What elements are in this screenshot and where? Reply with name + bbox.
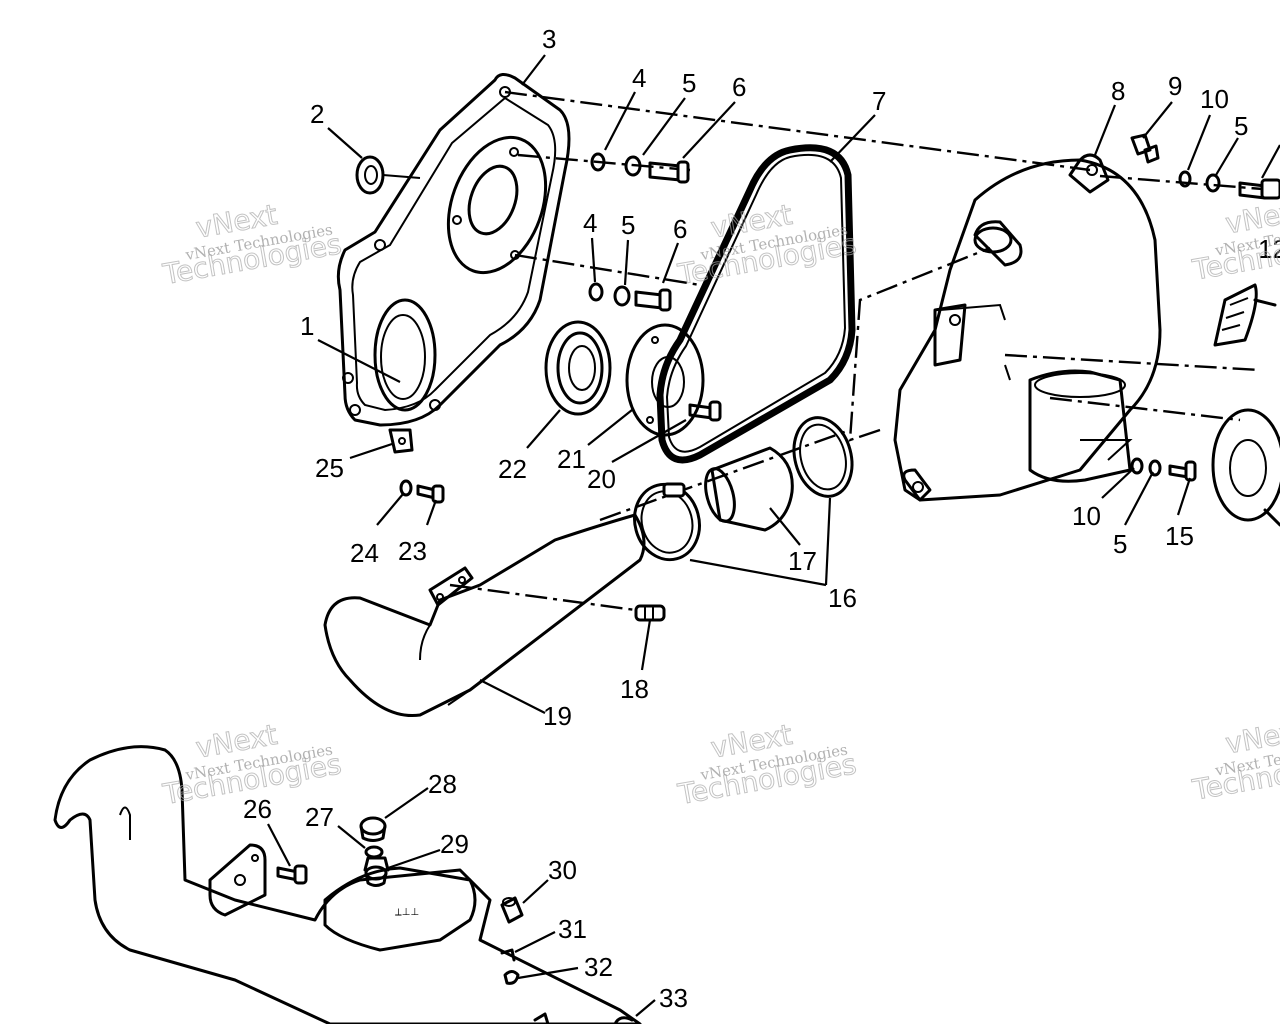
- callout-5-upper: 5: [682, 68, 696, 98]
- clutch-cover-8: [893, 153, 1162, 502]
- clamp-16-right: [792, 416, 854, 498]
- lower-frame: ⟂⊥⊥: [53, 745, 642, 1024]
- callout-33: 33: [659, 983, 688, 1013]
- callout-7: 7: [872, 86, 886, 116]
- washer-2: [355, 155, 421, 195]
- callout-5-middle: 5: [621, 210, 635, 240]
- callout-5-right: 5: [1234, 111, 1248, 141]
- watermark-bottom-right: vNext Technologies vNext Technologies: [1189, 713, 1280, 807]
- callout-6-middle: 6: [673, 214, 687, 244]
- callout-19: 19: [543, 701, 572, 731]
- callout-24: 24: [350, 538, 379, 568]
- watermark-bottom-middle: vNext Technologies vNext Technologies: [674, 717, 859, 811]
- bolt-18: [634, 604, 666, 622]
- callout-3: 3: [542, 24, 556, 54]
- bearing-plate-21: [625, 323, 722, 437]
- callout-31: 31: [558, 914, 587, 944]
- hardware-upper: [588, 152, 690, 312]
- callout-10-lower: 10: [1072, 501, 1101, 531]
- bracket-25: [388, 428, 445, 504]
- callout-18: 18: [620, 674, 649, 704]
- callout-4-upper: 4: [632, 63, 646, 93]
- callout-17: 17: [788, 546, 817, 576]
- duct-17: [704, 446, 794, 532]
- chaincase-cover: [336, 73, 571, 427]
- hardware-right: [1130, 133, 1280, 347]
- callout-1: 1: [300, 311, 314, 341]
- callout-28: 28: [428, 769, 457, 799]
- leader-lines: [267, 54, 1280, 1017]
- drive-chain: [656, 144, 856, 464]
- air-duct-19: [323, 513, 646, 718]
- callout-15: 15: [1165, 521, 1194, 551]
- watermark-top-middle: vNext Technologies vNext Technologies: [674, 197, 859, 291]
- callout-23: 23: [398, 536, 427, 566]
- callout-2: 2: [310, 99, 324, 129]
- callout-29: 29: [440, 829, 469, 859]
- hardware-lower-right: [1130, 408, 1280, 527]
- hardware-lower: [276, 816, 634, 1024]
- callout-6-upper: 6: [732, 72, 746, 102]
- callout-5-lower: 5: [1113, 529, 1127, 559]
- seal-22: [544, 320, 612, 416]
- tank-mark: ⟂⊥⊥: [395, 907, 419, 918]
- callout-12: 12: [1258, 234, 1280, 264]
- callout-9: 9: [1168, 71, 1182, 101]
- callout-25: 25: [315, 453, 344, 483]
- callout-32: 32: [584, 952, 613, 982]
- callout-4-middle: 4: [583, 208, 597, 238]
- watermark-bottom-left: vNext Technologies vNext Technologies: [159, 717, 344, 811]
- callout-30: 30: [548, 855, 577, 885]
- callout-labels: 1 2 3 4 5 6 4 5 6 7 8 9 10 5 12 10 5 15 …: [243, 24, 1280, 1013]
- callout-27: 27: [305, 802, 334, 832]
- callout-21: 21: [557, 444, 586, 474]
- callout-20: 20: [587, 464, 616, 494]
- callout-26: 26: [243, 794, 272, 824]
- watermark-top-left: vNext Technologies vNext Technologies: [159, 197, 344, 291]
- callout-10-upper: 10: [1200, 84, 1229, 114]
- callout-22: 22: [498, 454, 527, 484]
- callout-16: 16: [828, 583, 857, 613]
- callout-8: 8: [1111, 76, 1125, 106]
